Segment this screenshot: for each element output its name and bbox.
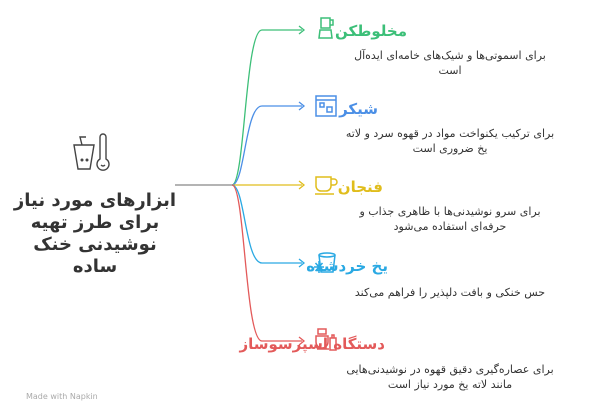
footer-credit: Made with Napkin (26, 392, 98, 401)
blender-icon (318, 17, 334, 39)
item-title-espresso-machine: دستگاه اسپرسوساز (239, 335, 385, 353)
main-title-line: نوشیدنی خنک ساده (33, 234, 157, 277)
item-desc-espresso-machine: برای عصاره‌گیری دقیق قهوه در نوشیدنی‌های… (346, 363, 554, 391)
main-title-line: ابزارهای مورد نیاز (13, 190, 177, 211)
main-title: ابزارهای مورد نیاز برای طرز تهیه نوشیدنی… (10, 190, 180, 278)
main-title-line: برای طرز تهیه (30, 212, 160, 233)
item-desc-cup: برای سرو نوشیدنی‌ها با ظاهری جذاب و حرفه… (359, 205, 541, 233)
item-title-shaker: شیکر (339, 100, 378, 118)
cold-drink-thermometer-icon (73, 133, 110, 171)
item-desc-blender: برای اسموتی‌ها و شیک‌های خامه‌ای ایده‌آل… (354, 49, 546, 77)
crushed-ice-icon (314, 252, 336, 273)
item-title-cup: فنجان (337, 178, 383, 196)
item-title-crushed-ice: یخ خردشده (306, 257, 388, 275)
ice-glass-icon (315, 95, 337, 117)
cup-icon (315, 176, 338, 195)
espresso-machine-icon (315, 328, 337, 351)
item-desc-shaker: برای ترکیب یکنواخت مواد در قهوه سرد و لا… (345, 127, 555, 155)
item-desc-crushed-ice: حس خنکی و بافت دلپذیر را فراهم می‌کند (354, 286, 546, 299)
item-title-blender: مخلوطکن (335, 22, 407, 40)
